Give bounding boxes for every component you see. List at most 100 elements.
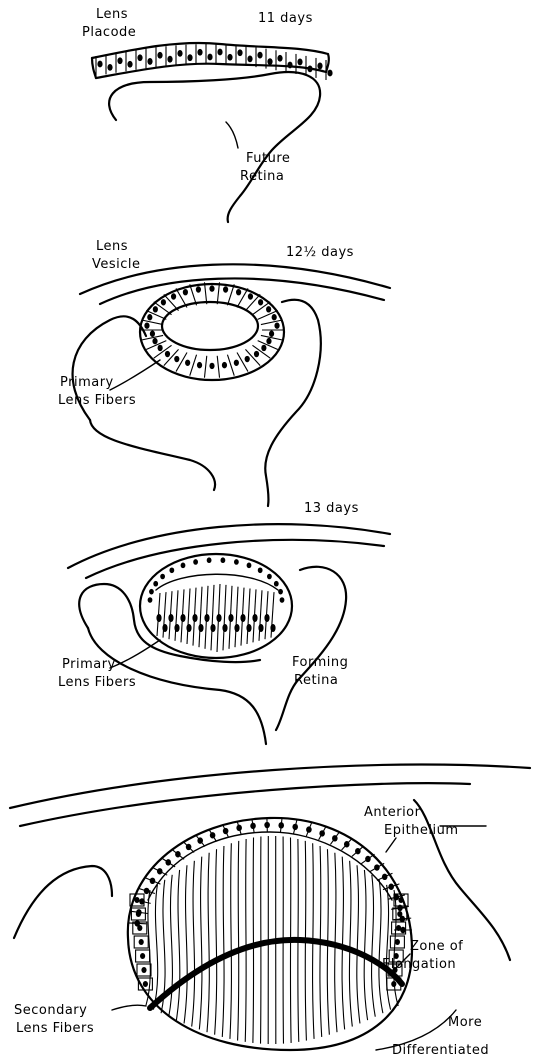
label-lens: Lens xyxy=(96,7,128,22)
vesicle-nucleus xyxy=(171,293,176,299)
vesicle-nucleus xyxy=(197,362,202,368)
vesicle-nucleus xyxy=(150,331,155,337)
equatorial-nucleus xyxy=(139,939,144,945)
placode-nucleus xyxy=(237,49,242,56)
epithelial-nucleus xyxy=(157,868,163,874)
secondary-fiber xyxy=(199,857,202,1030)
vesicle-nucleus xyxy=(174,356,179,362)
epithelial-nucleus xyxy=(210,832,216,838)
epithelial-nucleus xyxy=(165,859,171,865)
label-zone-of: Zone of xyxy=(410,939,463,954)
epithelial-nucleus xyxy=(274,581,279,587)
equatorial-nucleus xyxy=(391,981,396,987)
panel-13-days: 13 days Primary Lens Fibers Forming Reti… xyxy=(58,501,390,744)
equatorial-nucleus xyxy=(398,897,403,903)
epithelial-nucleus xyxy=(319,830,325,836)
epithelial-nucleus xyxy=(234,559,239,565)
vesicle-cell-wall xyxy=(190,355,197,376)
stage-label-12-5-days: 12½ days xyxy=(286,245,354,260)
anterior-epithelium-arrow xyxy=(386,838,396,852)
secondary-fiber xyxy=(238,841,239,1041)
vesicle-nucleus xyxy=(152,338,157,344)
equatorial-nucleus xyxy=(137,925,142,931)
vesicle-nucleus xyxy=(165,351,170,357)
fiber-nucleus xyxy=(186,624,191,632)
epithelial-nucleus xyxy=(247,563,252,569)
epithelial-nucleus xyxy=(186,844,192,850)
placode-nucleus xyxy=(117,57,122,64)
fiber-nucleus xyxy=(168,614,173,622)
placode-nucleus xyxy=(167,56,172,63)
primary-fiber xyxy=(211,585,214,651)
placode-nucleus xyxy=(317,63,322,70)
epithelial-nucleus xyxy=(175,851,181,857)
vesicle-nucleus xyxy=(209,363,214,369)
secondary-fiber xyxy=(176,870,179,1020)
equatorial-nucleus xyxy=(143,981,148,987)
epithelial-nucleus xyxy=(220,557,225,563)
lens-body-outline xyxy=(140,554,292,658)
epithelial-nucleus xyxy=(148,597,153,603)
optic-stalk-left xyxy=(90,420,215,490)
secondary-fiber xyxy=(184,865,187,1023)
future-retina-pointer xyxy=(226,122,238,148)
label-retina: Retina xyxy=(294,673,338,688)
epithelial-nucleus xyxy=(278,822,284,828)
fiber-nucleus xyxy=(156,614,161,622)
secondary-fiber xyxy=(192,861,195,1027)
epithelial-nucleus xyxy=(160,574,165,580)
secondary-fiber xyxy=(357,865,360,1023)
epithelial-nucleus xyxy=(144,888,150,894)
placode-nucleus xyxy=(327,70,332,77)
epithelial-nucleus xyxy=(153,581,158,587)
epithelial-nucleus xyxy=(169,567,174,573)
epithelial-nucleus xyxy=(197,837,203,843)
label-lens-fibers: Lens Fibers xyxy=(58,393,136,408)
vesicle-nucleus xyxy=(269,331,274,337)
secondary-fiber xyxy=(169,875,173,1017)
vesicle-nucleus xyxy=(158,345,163,351)
placode-nucleus xyxy=(267,58,272,65)
placode-nucleus xyxy=(97,61,102,68)
surface-ectoderm-inner xyxy=(100,278,384,304)
equatorial-nucleus xyxy=(140,953,145,959)
secondary-fiber xyxy=(349,861,352,1027)
primary-fiber xyxy=(223,585,226,651)
placode-nucleus xyxy=(257,52,262,59)
fiber-nucleus xyxy=(258,624,263,632)
epithelial-nucleus xyxy=(382,874,388,880)
primary-fiber xyxy=(199,587,202,648)
label-more: More xyxy=(448,1015,482,1030)
secondary-fiber xyxy=(215,849,217,1035)
placode-nucleus xyxy=(217,49,222,56)
surface-ectoderm-outer xyxy=(68,524,390,568)
epithelial-nucleus xyxy=(267,574,272,580)
epithelial-nucleus xyxy=(280,597,285,603)
primary-fiber xyxy=(235,587,238,648)
epithelial-nucleus xyxy=(193,559,198,565)
fiber-nucleus xyxy=(228,614,233,622)
label-vesicle: Vesicle xyxy=(92,257,141,272)
epithelial-nucleus xyxy=(258,567,263,573)
optic-vesicle-outline xyxy=(109,72,320,222)
vesicle-nucleus xyxy=(223,286,228,292)
vesicle-nucleus xyxy=(274,322,279,328)
epithelial-nucleus xyxy=(374,864,380,870)
label-lens: Lens xyxy=(96,239,128,254)
vesicle-nucleus xyxy=(272,314,277,320)
label-future: Future xyxy=(246,151,290,166)
placode-nucleus xyxy=(287,62,292,69)
vesicle-nucleus xyxy=(222,362,227,368)
primary-fiber xyxy=(187,589,190,645)
vesicle-cell-wall xyxy=(204,282,206,304)
placode-nucleus xyxy=(297,59,302,66)
vesicle-nucleus xyxy=(209,285,214,291)
vesicle-cell-wall xyxy=(227,355,234,376)
epithelial-nucleus xyxy=(236,825,242,831)
secondary-fiber xyxy=(153,885,157,1010)
secondary-fiber xyxy=(379,880,383,1013)
placode-nucleus xyxy=(147,58,152,65)
placode-nucleus xyxy=(187,54,192,61)
fiber-nucleus xyxy=(204,614,209,622)
placode-nucleus xyxy=(307,65,312,72)
